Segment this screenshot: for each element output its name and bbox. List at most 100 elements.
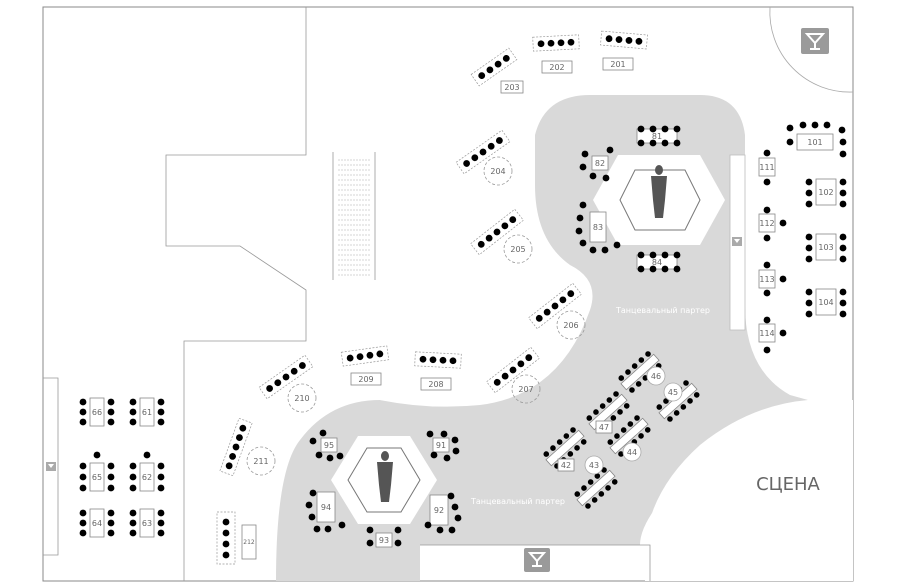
seat[interactable] — [599, 402, 607, 410]
seat[interactable] — [313, 525, 321, 533]
seat[interactable] — [524, 353, 534, 363]
table-82[interactable]: 82 — [579, 146, 614, 182]
bar-button-bottom[interactable] — [524, 548, 550, 572]
seat[interactable] — [580, 484, 588, 492]
seat[interactable] — [470, 153, 479, 162]
table-209[interactable]: 209 — [340, 345, 390, 386]
seat[interactable] — [508, 215, 518, 225]
seat[interactable] — [338, 521, 346, 529]
seat[interactable] — [567, 38, 575, 46]
seat[interactable] — [222, 529, 230, 537]
seat[interactable] — [811, 121, 819, 129]
seat[interactable] — [451, 436, 459, 444]
seat[interactable] — [637, 251, 645, 259]
seat[interactable] — [157, 509, 165, 517]
seat[interactable] — [454, 514, 462, 522]
table-45[interactable]: 45 — [654, 378, 701, 423]
seat[interactable] — [592, 408, 600, 416]
seat[interactable] — [606, 438, 614, 446]
seat[interactable] — [805, 244, 813, 252]
seat[interactable] — [805, 189, 813, 197]
seat[interactable] — [591, 496, 599, 504]
seat[interactable] — [839, 244, 847, 252]
seat[interactable] — [838, 126, 846, 134]
seat[interactable] — [326, 454, 334, 462]
seat[interactable] — [597, 490, 605, 498]
seat[interactable] — [449, 357, 457, 365]
seat[interactable] — [661, 125, 669, 133]
seat[interactable] — [289, 367, 298, 376]
seat[interactable] — [557, 39, 565, 47]
seat[interactable] — [666, 415, 674, 423]
seat[interactable] — [805, 255, 813, 263]
seat[interactable] — [107, 408, 115, 416]
seat[interactable] — [839, 299, 847, 307]
seat[interactable] — [309, 489, 317, 497]
seat[interactable] — [585, 414, 593, 422]
seat[interactable] — [366, 526, 374, 534]
seat[interactable] — [805, 233, 813, 241]
seat[interactable] — [315, 451, 323, 459]
seat[interactable] — [839, 310, 847, 318]
table-84[interactable]: 84 — [636, 251, 681, 273]
table-42[interactable]: 42 — [541, 425, 588, 472]
seat[interactable] — [495, 136, 504, 145]
seat[interactable] — [649, 125, 657, 133]
seat[interactable] — [606, 146, 614, 154]
seat[interactable] — [419, 355, 427, 363]
seat[interactable] — [631, 362, 639, 370]
seat[interactable] — [613, 241, 621, 249]
seat[interactable] — [673, 251, 681, 259]
seat[interactable] — [281, 372, 290, 381]
seat[interactable] — [584, 502, 592, 510]
seat[interactable] — [486, 142, 495, 151]
seat[interactable] — [129, 408, 137, 416]
seat[interactable] — [605, 35, 613, 43]
seat[interactable] — [661, 265, 669, 273]
seat[interactable] — [157, 519, 165, 527]
seat[interactable] — [129, 473, 137, 481]
seat[interactable] — [440, 430, 448, 438]
seat[interactable] — [580, 438, 588, 446]
seat[interactable] — [799, 121, 807, 129]
seat[interactable] — [562, 432, 570, 440]
seat[interactable] — [129, 484, 137, 492]
seat[interactable] — [222, 540, 230, 548]
seat[interactable] — [222, 551, 230, 559]
seat[interactable] — [439, 356, 447, 364]
seat[interactable] — [612, 390, 620, 398]
seat[interactable] — [613, 432, 621, 440]
seat[interactable] — [485, 65, 494, 74]
bar-marker-left[interactable] — [46, 462, 56, 471]
seat[interactable] — [356, 353, 364, 361]
table-95[interactable]: 95 — [309, 429, 344, 462]
table-102[interactable]: 102 — [805, 178, 847, 208]
seat[interactable] — [839, 150, 847, 158]
seat[interactable] — [79, 398, 87, 406]
seat[interactable] — [430, 451, 438, 459]
seat[interactable] — [763, 178, 771, 186]
seat[interactable] — [686, 397, 694, 405]
seat[interactable] — [265, 384, 274, 393]
seat[interactable] — [620, 426, 628, 434]
seat[interactable] — [319, 429, 327, 437]
seat[interactable] — [649, 251, 657, 259]
seat[interactable] — [556, 438, 564, 446]
seat[interactable] — [637, 139, 645, 147]
seat[interactable] — [587, 478, 595, 486]
seat[interactable] — [542, 450, 550, 458]
table-92[interactable]: 92 — [424, 492, 462, 534]
seat[interactable] — [225, 461, 234, 470]
seat[interactable] — [376, 350, 384, 358]
seat[interactable] — [129, 529, 137, 537]
seat[interactable] — [228, 452, 237, 461]
seat[interactable] — [615, 36, 623, 43]
seat[interactable] — [617, 450, 625, 458]
seat[interactable] — [107, 519, 115, 527]
seat[interactable] — [366, 351, 374, 359]
seat[interactable] — [143, 451, 151, 459]
seat[interactable] — [576, 214, 584, 222]
seat[interactable] — [763, 289, 771, 297]
seat[interactable] — [573, 444, 581, 452]
seat[interactable] — [644, 350, 652, 358]
